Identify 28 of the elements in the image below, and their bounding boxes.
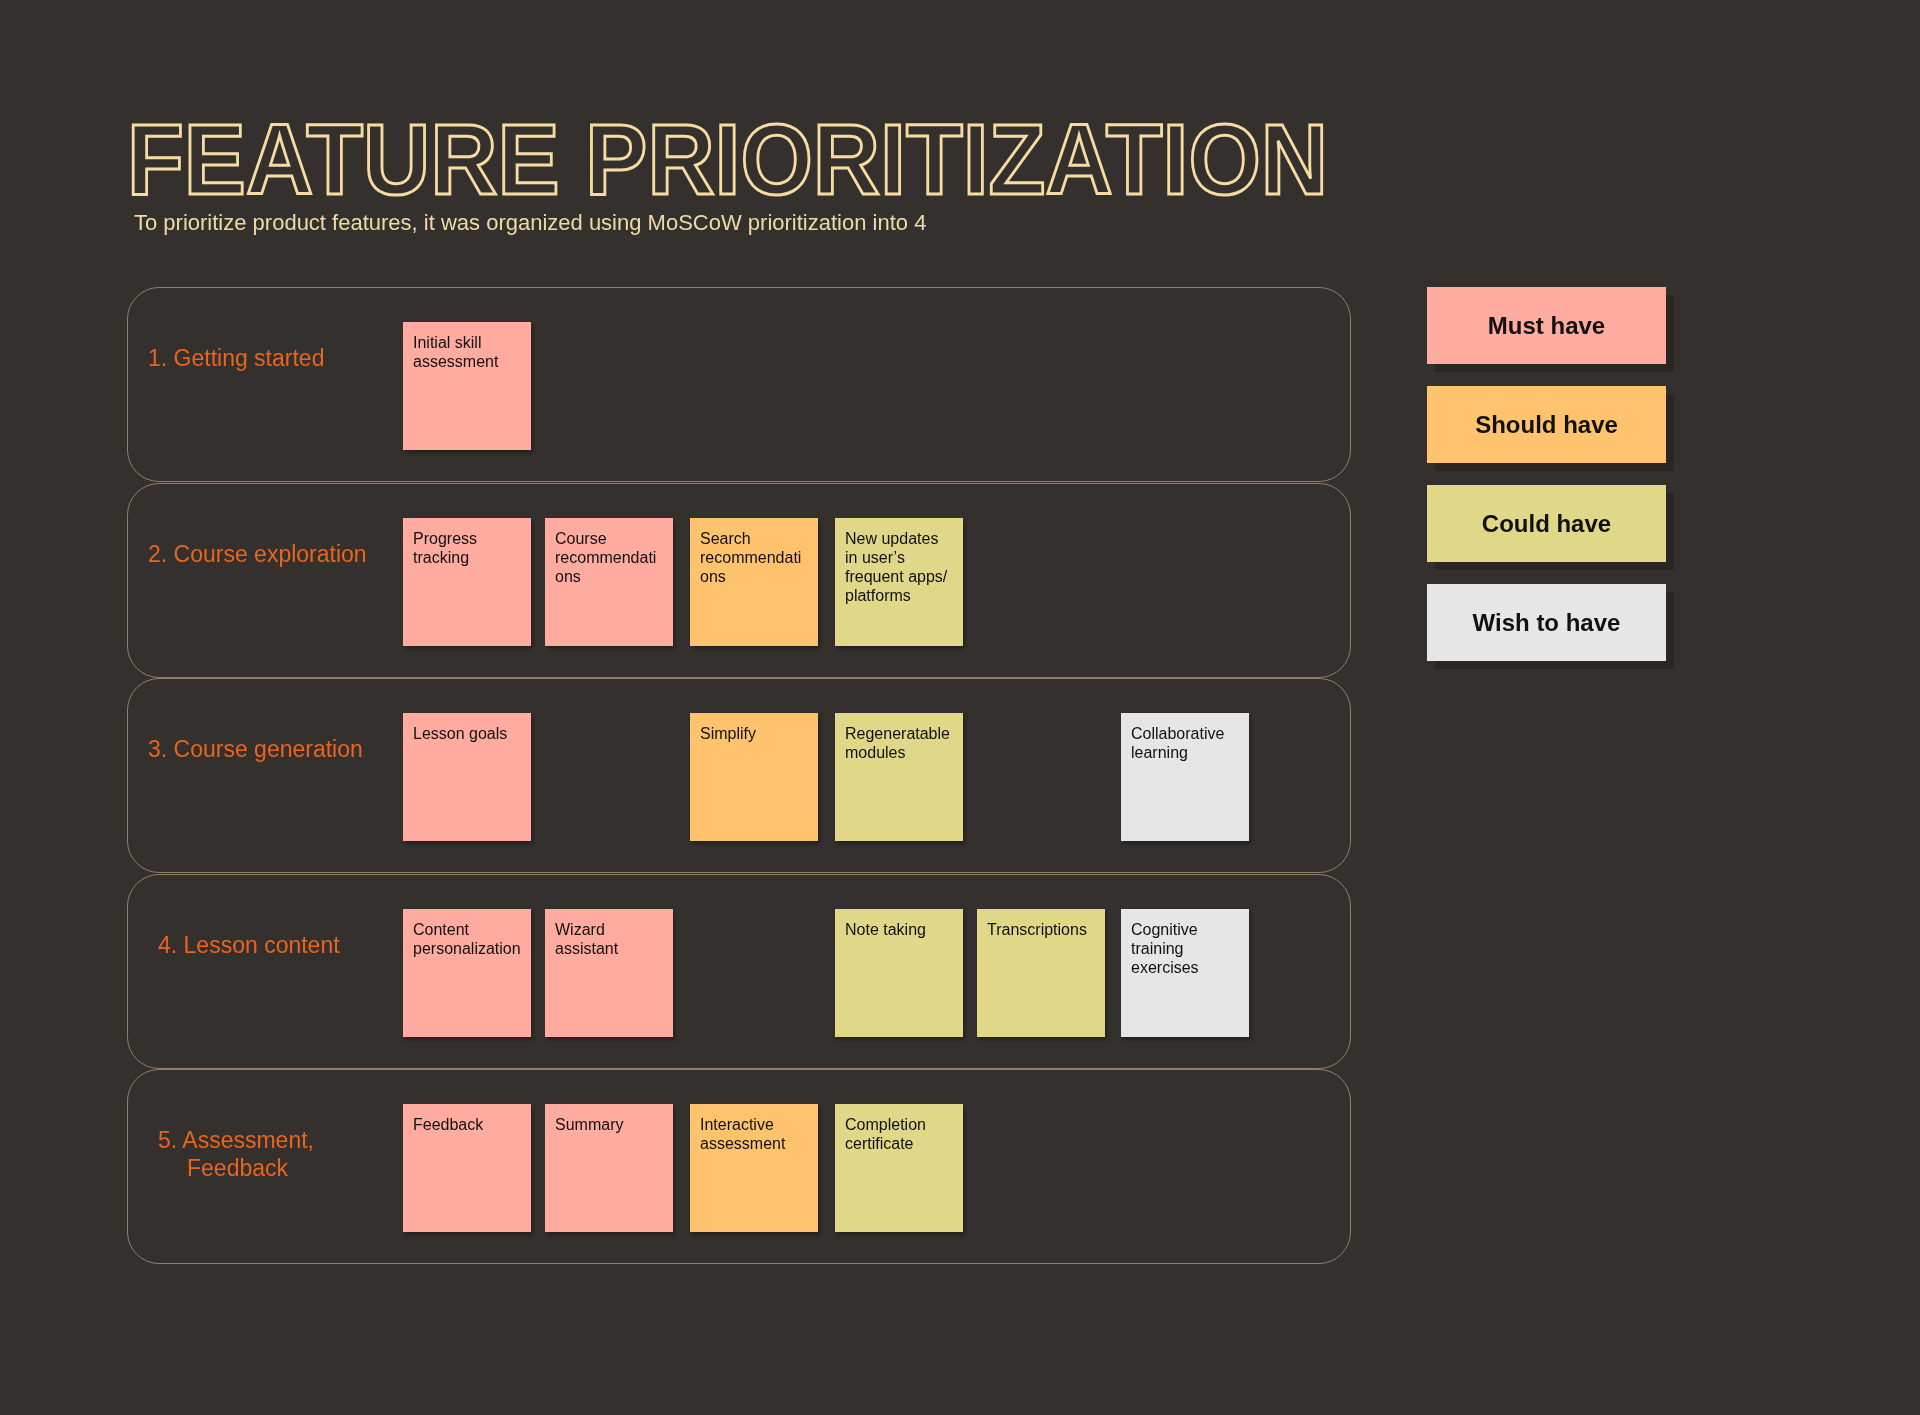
row-band (127, 873, 1351, 1069)
sticky-note: Feedback (403, 1104, 531, 1232)
sticky-note: Lesson goals (403, 713, 531, 841)
sticky-note: Course recommendations (545, 517, 673, 646)
sticky-note: Search recommendations (690, 517, 818, 646)
row-label: 5. Assessment, Feedback (158, 1126, 315, 1182)
sticky-note: Wizard assistant (545, 908, 673, 1037)
row-band (127, 482, 1351, 678)
sticky-note: Regeneratable modules (835, 713, 963, 841)
sticky-note: Initial skill assessment (403, 322, 531, 450)
sticky-note: Content personalization (403, 908, 531, 1037)
sticky-note: Completion certificate (835, 1104, 963, 1232)
row-band (127, 678, 1351, 873)
row-band (127, 287, 1351, 482)
row-band (127, 1069, 1351, 1264)
row-label: 1. Getting started (148, 344, 326, 372)
sticky-note: Note taking (835, 908, 963, 1037)
sticky-note: Progress tracking (403, 517, 531, 646)
sticky-note: Interactive assessment (690, 1104, 818, 1232)
row-label: 3. Course generation (148, 735, 364, 763)
sticky-note: Cognitive training exercises (1121, 908, 1249, 1037)
sticky-note: Simplify (690, 713, 818, 841)
sticky-note: Transcriptions (977, 908, 1105, 1037)
sticky-note: New updates in user’s frequent apps/ platforms (835, 517, 963, 646)
sticky-note: Summary (545, 1104, 673, 1232)
sticky-note: Collaborative learning (1121, 713, 1249, 841)
row-label: 4. Lesson content (158, 930, 341, 959)
row-label: 2. Course exploration (148, 539, 368, 568)
